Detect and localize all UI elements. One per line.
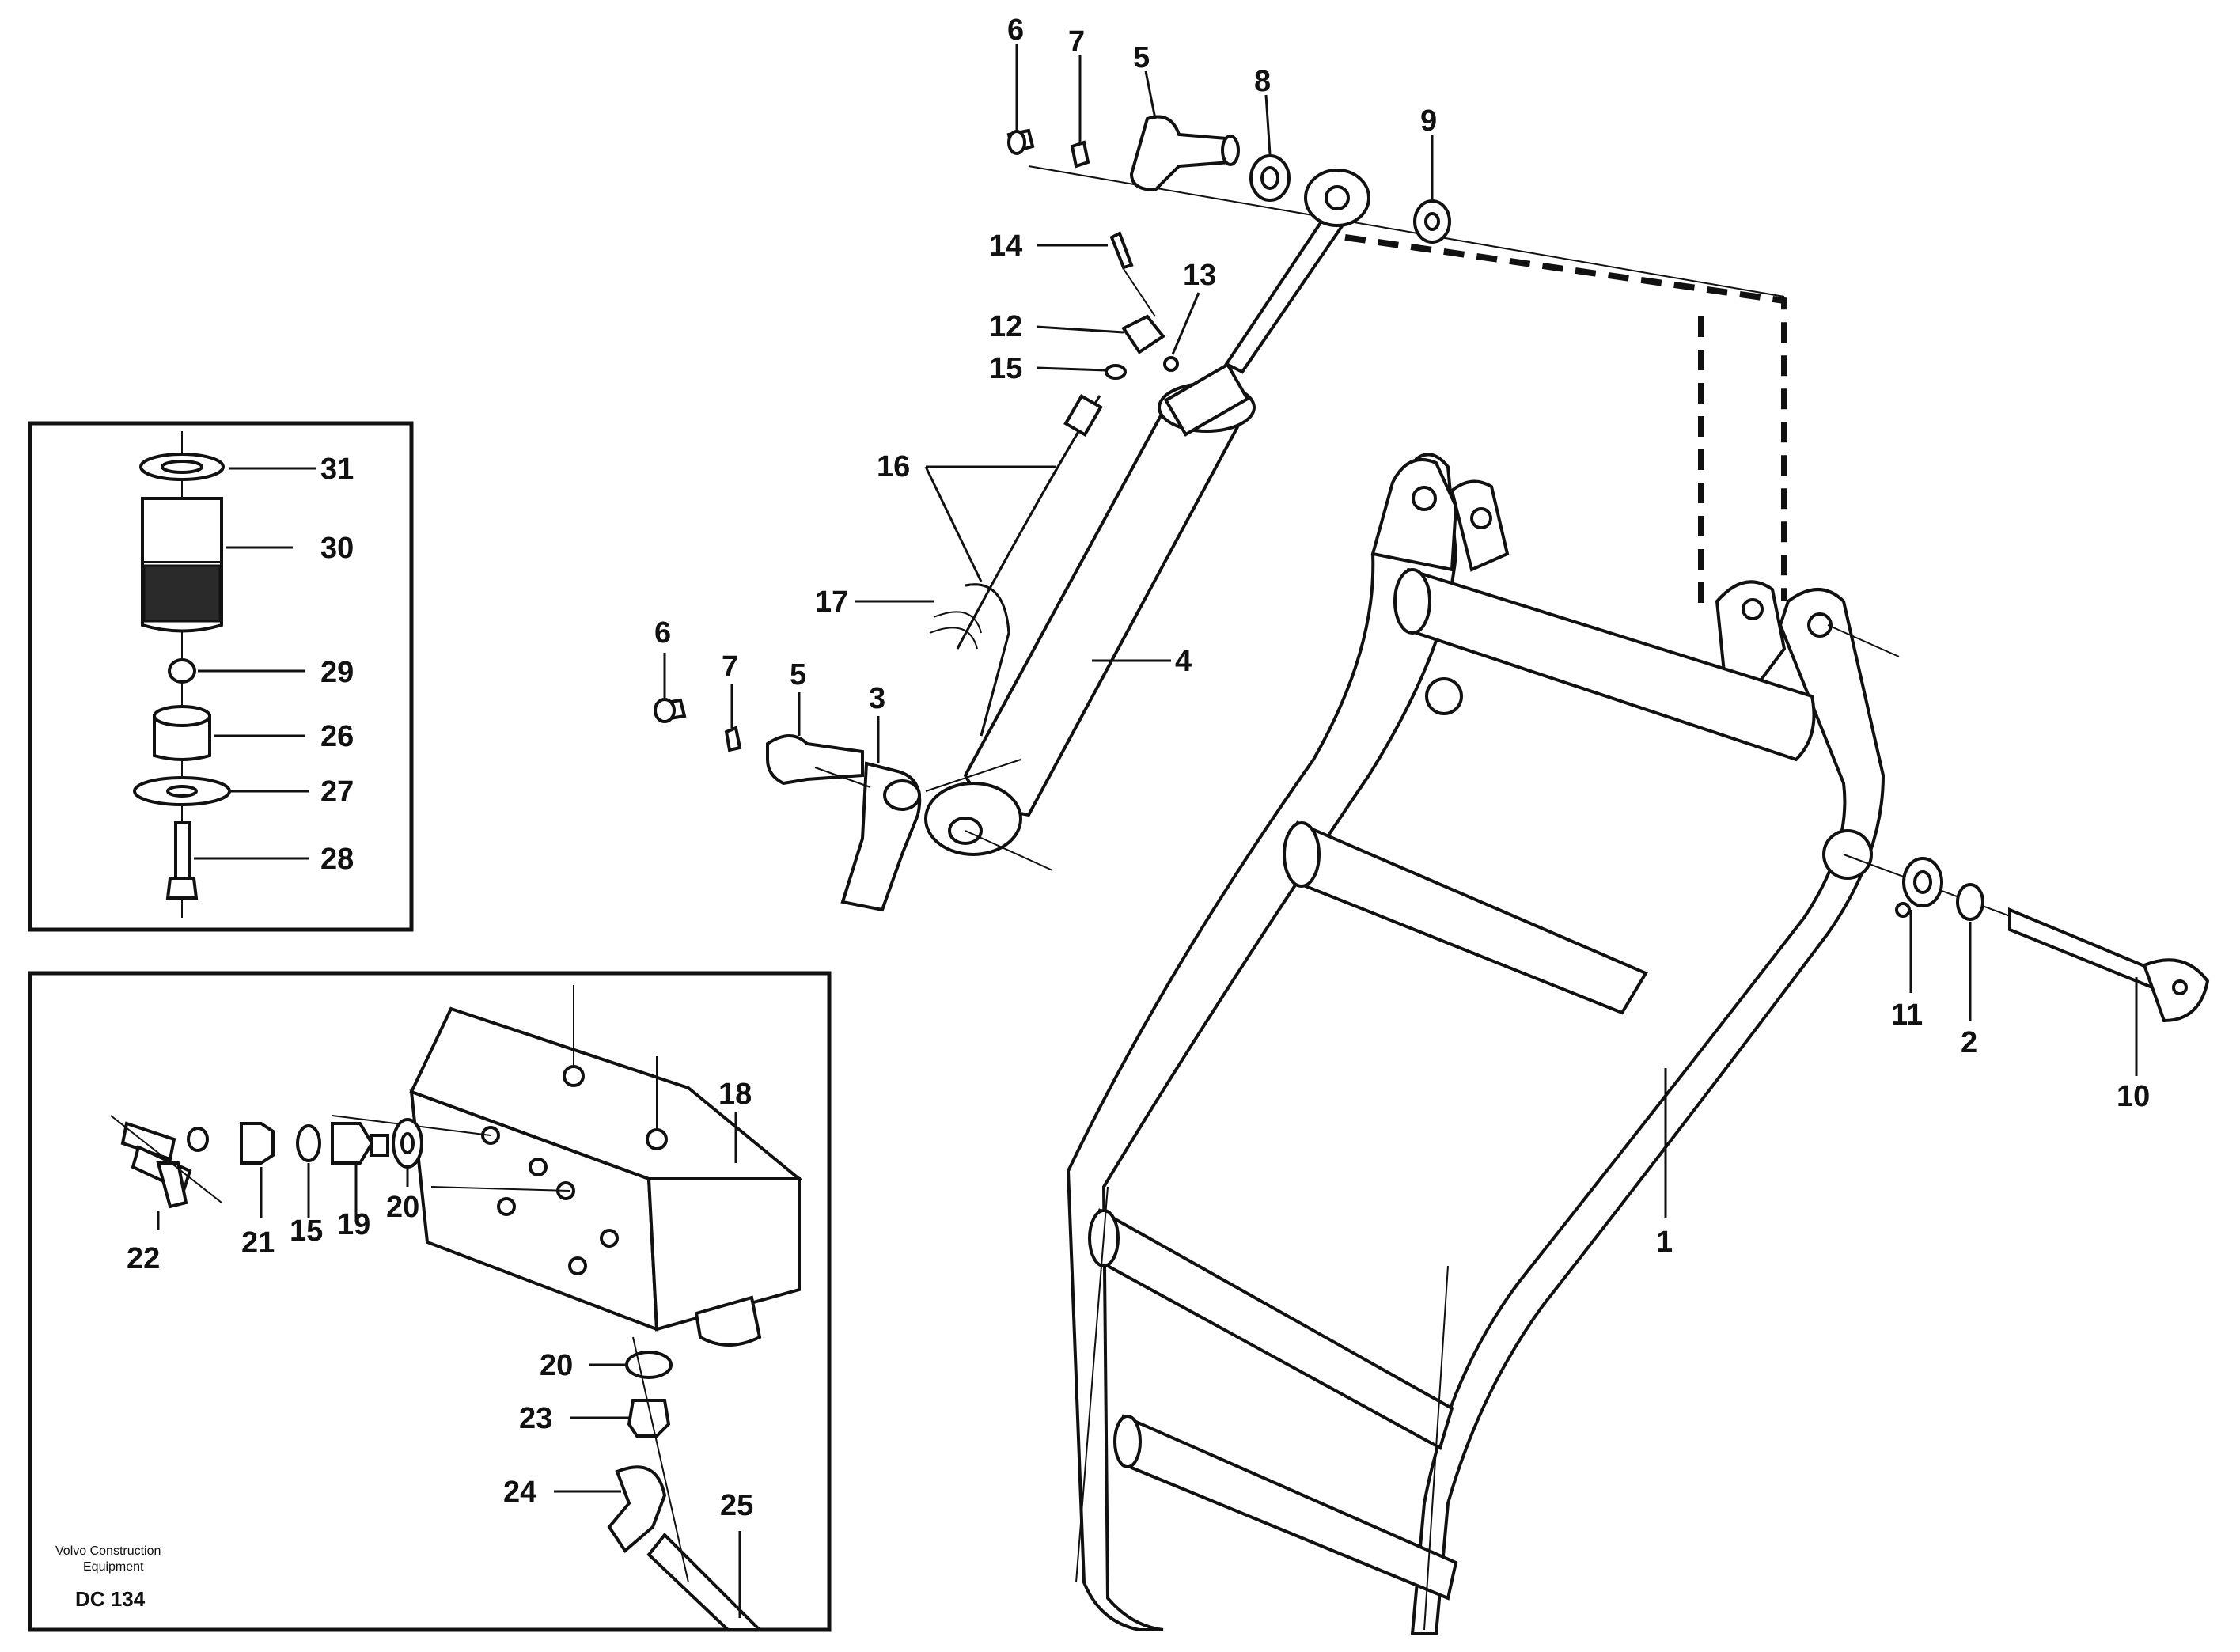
callout-9: 9 — [1420, 104, 1437, 138]
manufacturer-name-line2: Equipment — [83, 1560, 144, 1574]
callout-5-top: 5 — [1133, 41, 1150, 74]
connection-dashed-line — [1344, 234, 1787, 601]
callout-30: 30 — [320, 532, 354, 565]
top-pin-group — [1006, 115, 1451, 244]
callout-6-top: 6 — [1007, 13, 1024, 47]
cylinder-part — [924, 169, 1370, 871]
part-14-screw — [1109, 231, 1134, 270]
callout-16: 16 — [877, 450, 910, 483]
callout-18: 18 — [718, 1078, 752, 1111]
right-pin-group — [1895, 857, 2210, 1023]
part-13 — [1163, 356, 1179, 372]
callout-19: 19 — [337, 1208, 370, 1241]
manufacturer-name: Volvo Construction — [55, 1544, 161, 1558]
callout-24: 24 — [503, 1476, 536, 1509]
callout-2: 2 — [1961, 1026, 1977, 1059]
fitting-stack — [133, 431, 231, 918]
callout-14: 14 — [989, 229, 1022, 263]
callout-11: 11 — [1891, 998, 1923, 1032]
callout-5-mid: 5 — [790, 658, 806, 691]
callout-26: 26 — [320, 720, 354, 753]
callout-23: 23 — [519, 1402, 552, 1435]
callout-28: 28 — [320, 843, 354, 876]
inset-box-valve-block — [28, 971, 832, 1632]
callout-3: 3 — [869, 682, 885, 715]
fitting-part-12 — [1121, 314, 1165, 354]
callout-10: 10 — [2117, 1080, 2150, 1113]
leader-lines — [157, 44, 2138, 1618]
callout-7-top: 7 — [1068, 25, 1085, 59]
part-15-washer — [1105, 364, 1127, 380]
callout-21: 21 — [241, 1226, 275, 1260]
callout-1: 1 — [1656, 1226, 1673, 1259]
callout-7-mid: 7 — [722, 650, 738, 684]
callout-22: 22 — [127, 1242, 160, 1275]
callout-27: 27 — [320, 775, 354, 809]
callout-20-left: 20 — [386, 1191, 419, 1224]
callout-31: 31 — [320, 453, 354, 486]
inset-box-fitting-stack — [28, 421, 414, 932]
callout-25: 25 — [720, 1489, 753, 1522]
mid-pin-group — [654, 698, 922, 912]
callout-8: 8 — [1254, 65, 1271, 98]
callout-15-top: 15 — [989, 352, 1022, 385]
callout-13: 13 — [1183, 259, 1216, 292]
callout-17: 17 — [815, 585, 848, 619]
hose-part — [929, 393, 1103, 737]
callout-29: 29 — [320, 656, 354, 689]
callout-4: 4 — [1175, 645, 1192, 678]
callout-6-mid: 6 — [654, 616, 671, 650]
valve-block — [110, 985, 804, 1631]
pin-axis-line — [1827, 624, 1900, 657]
drawing-code: DC 134 — [75, 1587, 146, 1611]
callout-12: 12 — [989, 310, 1022, 343]
frame-part — [1066, 453, 1886, 1635]
callout-15-inset: 15 — [290, 1214, 323, 1248]
callout-20-lower: 20 — [540, 1349, 573, 1382]
